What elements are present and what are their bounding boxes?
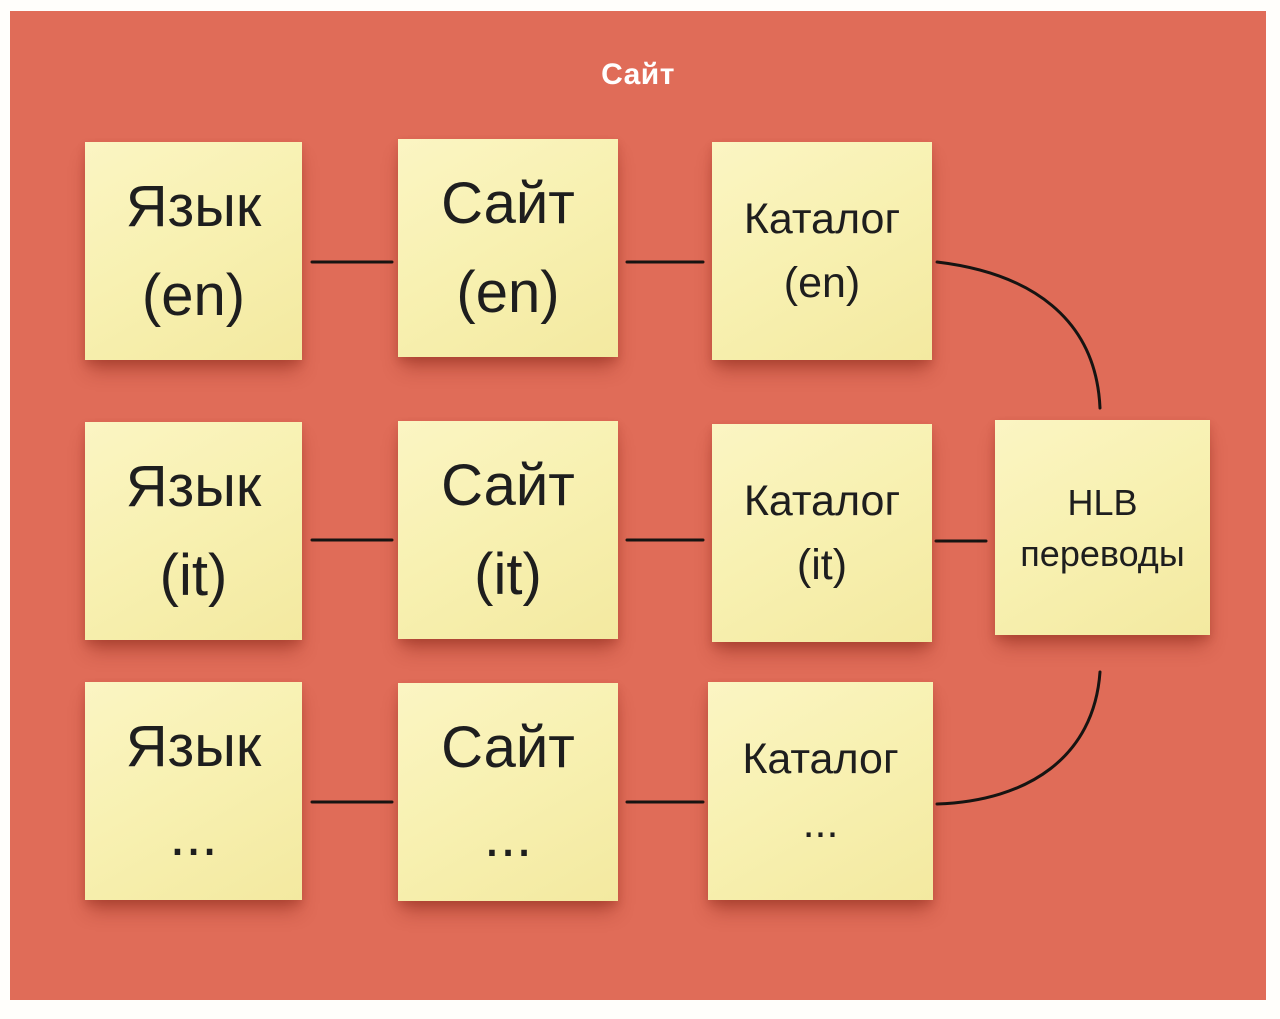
note-text-line: Сайт [441,171,575,236]
note-text-line: Язык [125,174,262,239]
sticky-note-lang-it[interactable]: Язык (it) [85,422,302,640]
sticky-note-catalog-en[interactable]: Каталог (en) [712,142,932,360]
sticky-note-site-other[interactable]: Сайт ... [398,683,618,901]
note-text-line: Сайт [441,715,575,780]
note-text-line: Язык [125,714,262,779]
sticky-note-catalog-other[interactable]: Каталог ... [708,682,933,900]
note-text-line: ... [483,804,533,869]
sticky-note-site-en[interactable]: Сайт (en) [398,139,618,357]
sticky-note-catalog-it[interactable]: Каталог (it) [712,424,932,642]
sticky-note-lang-en[interactable]: Язык (en) [85,142,302,360]
note-text-line: (it) [796,541,848,589]
frame-site-canvas[interactable]: Сайт Язык (en) Сайт (en) Каталог (en) [10,11,1266,1000]
connector-catalog-en-hlb-curve[interactable] [935,260,1102,410]
note-text-line: Каталог [743,477,901,525]
note-text-line: Сайт [441,453,575,518]
note-text-line: HLB [1067,481,1138,523]
note-text-line: Каталог [742,735,899,783]
frame-title[interactable]: Сайт [601,58,675,91]
note-text-line: (it) [159,543,228,608]
note-text-line: переводы [1020,532,1185,574]
connector-hlb-catalog-other-curve[interactable] [935,670,1102,806]
note-text-line: ... [169,803,218,868]
note-text-line: ... [802,799,839,847]
note-text-line: Язык [125,454,262,519]
sticky-note-hlb-translations[interactable]: HLB переводы [995,420,1210,635]
note-text-line: (it) [474,542,542,607]
note-text-line: Каталог [743,195,901,243]
sticky-note-site-it[interactable]: Сайт (it) [398,421,618,639]
sticky-note-lang-other[interactable]: Язык ... [85,682,302,900]
note-text-line: (en) [783,259,861,307]
note-text-line: (en) [456,260,560,325]
note-text-line: (en) [141,263,246,328]
